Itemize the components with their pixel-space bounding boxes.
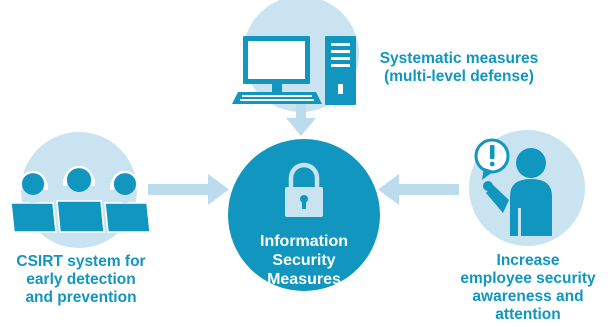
arrow-left-to-center bbox=[148, 174, 229, 205]
operators-with-headsets-icon bbox=[10, 165, 151, 233]
center-label-line: Information bbox=[260, 233, 348, 250]
arrow-top-to-center bbox=[286, 101, 316, 136]
alert-bubble-icon bbox=[474, 138, 510, 180]
left-node-label: CSIRT system for early detection and pre… bbox=[6, 253, 156, 307]
right-node-label-line: awareness and bbox=[472, 288, 584, 305]
top-node-label: Systematic measures (multi-level defense… bbox=[364, 50, 554, 86]
left-node-label-line: CSIRT system for bbox=[16, 253, 146, 270]
right-node-label-line: attention bbox=[495, 306, 561, 323]
center-label-line: Security bbox=[272, 252, 336, 269]
arrow-right-to-center bbox=[378, 174, 459, 205]
right-node-label-line: Increase bbox=[496, 252, 560, 269]
right-node-label: Increase employee security awareness and… bbox=[450, 252, 606, 324]
person-alert-icon bbox=[483, 148, 552, 236]
left-node-label-line: early detection bbox=[26, 271, 136, 288]
right-node-label-line: employee security bbox=[460, 270, 596, 287]
center-label-line: Measures bbox=[267, 271, 341, 288]
center-label: Information Security Measures bbox=[244, 232, 364, 289]
top-node-label-line: Systematic measures bbox=[379, 50, 539, 67]
top-node-label-line: (multi-level defense) bbox=[384, 68, 534, 85]
lock-icon bbox=[285, 162, 323, 217]
desktop-computer-icon bbox=[232, 36, 356, 105]
left-node-label-line: and prevention bbox=[25, 289, 137, 306]
